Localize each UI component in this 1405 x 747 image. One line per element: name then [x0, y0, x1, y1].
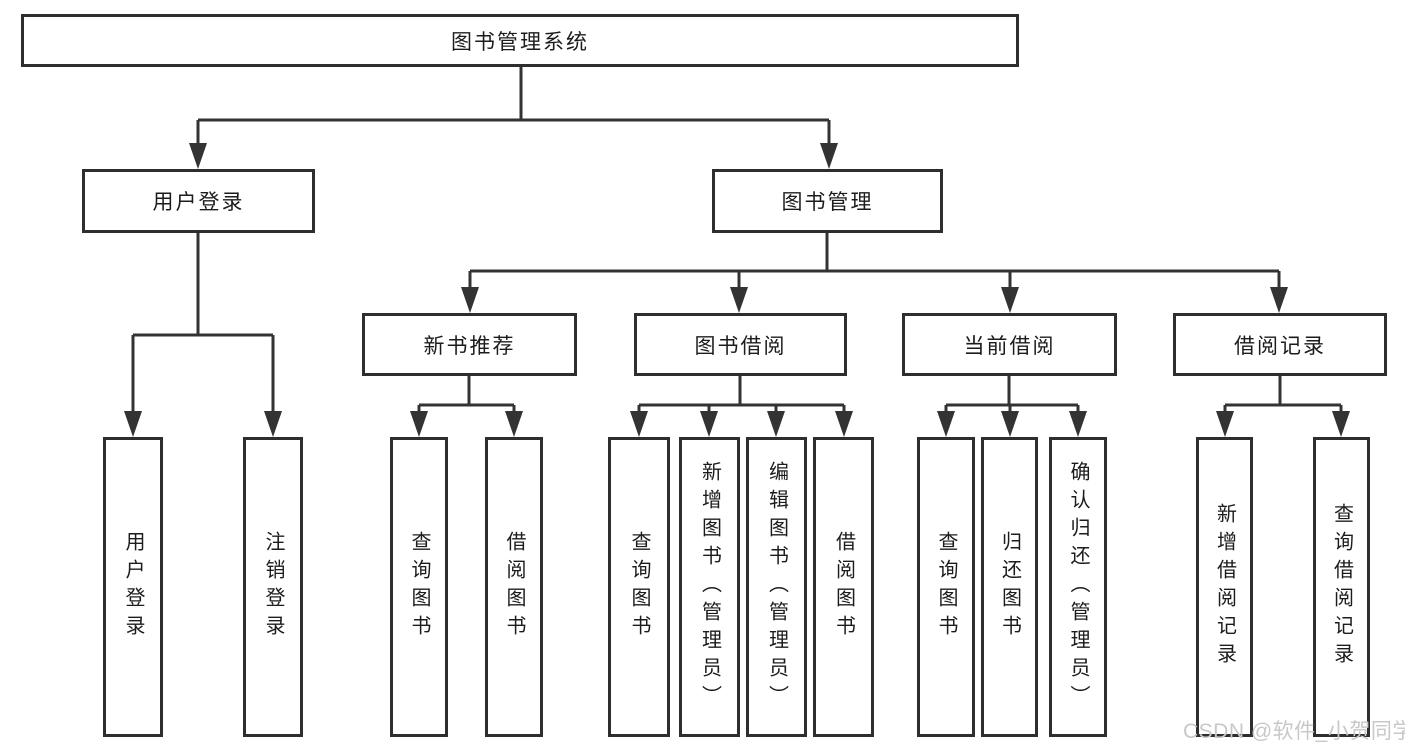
- arrow-to-book-management: [820, 143, 838, 169]
- arrow-leaf-c4: [835, 411, 853, 437]
- leaf-query-borrow-record-label: 查询借阅记录: [1330, 503, 1353, 671]
- node-library-management-system-label: 图书管理系统: [451, 30, 589, 54]
- leaf-return-books-label: 归还图书: [998, 531, 1021, 643]
- node-new-book-recommendation-label: 新书推荐: [423, 334, 516, 358]
- node-user-login: 用户登录: [82, 169, 315, 233]
- arrow-leaf-c3: [767, 411, 785, 437]
- leaf-edit-books-admin-label: 编辑图书（管理员）: [765, 461, 788, 713]
- leaf-confirm-return-admin-label: 确认归还（管理员）: [1067, 461, 1089, 713]
- node-book-management: 图书管理: [712, 169, 943, 233]
- arrow-to-user-login: [189, 143, 207, 169]
- node-book-borrowing: 图书借阅: [634, 313, 847, 376]
- connector-book-management-rail: [468, 233, 1281, 290]
- leaf-return-books: 归还图书: [981, 437, 1038, 737]
- arrow-to-book-borrowing: [730, 287, 748, 313]
- node-current-borrowing: 当前借阅: [902, 313, 1117, 376]
- node-borrowing-records-label: 借阅记录: [1234, 334, 1326, 358]
- arrow-leaf-a1: [124, 411, 142, 437]
- connector-borrowing-records-rail: [1223, 376, 1343, 414]
- leaf-logout-login-label: 注销登录: [262, 531, 284, 643]
- leaf-user-login-label: 用户登录: [122, 531, 144, 643]
- leaf-borrow-books-borrowing: 借阅图书: [813, 437, 874, 737]
- arrow-to-borrowing-records: [1270, 287, 1288, 313]
- arrow-leaf-e1: [1216, 411, 1234, 437]
- arrow-leaf-c2: [700, 411, 718, 437]
- arrow-leaf-a2: [264, 411, 282, 437]
- arrow-to-new-book: [461, 287, 479, 313]
- leaf-confirm-return-admin: 确认归还（管理员）: [1049, 437, 1107, 737]
- leaf-edit-books-admin: 编辑图书（管理员）: [746, 437, 807, 737]
- arrow-to-current-borrowing: [1001, 287, 1019, 313]
- node-user-login-label: 用户登录: [152, 191, 245, 214]
- arrow-leaf-b2: [505, 411, 523, 437]
- leaf-borrow-books-borrowing-label: 借阅图书: [832, 531, 855, 643]
- leaf-query-books-borrowing: 查询图书: [608, 437, 670, 737]
- connector-book-borrowing-rail: [637, 376, 846, 414]
- leaf-query-books-recommend-label: 查询图书: [408, 531, 430, 643]
- connector-root-rail: [196, 66, 831, 146]
- leaf-add-books-admin: 新增图书（管理员）: [679, 437, 740, 737]
- leaf-user-login: 用户登录: [103, 437, 163, 737]
- arrow-leaf-c1: [630, 411, 648, 437]
- leaf-borrow-books-recommend: 借阅图书: [485, 437, 543, 737]
- node-new-book-recommendation: 新书推荐: [362, 313, 577, 376]
- leaf-logout-login: 注销登录: [243, 437, 303, 737]
- arrowheads: [124, 143, 1350, 437]
- connector-new-book-rail: [417, 376, 516, 414]
- arrow-leaf-d3: [1069, 411, 1087, 437]
- arrow-leaf-d1: [937, 411, 955, 437]
- node-book-management-label: 图书管理: [781, 191, 874, 214]
- arrow-leaf-d2: [1001, 411, 1019, 437]
- leaf-query-books-current: 查询图书: [917, 437, 975, 737]
- node-current-borrowing-label: 当前借阅: [963, 334, 1056, 358]
- leaf-add-books-admin-label: 新增图书（管理员）: [698, 461, 721, 713]
- connector-current-borrowing-rail: [944, 376, 1080, 414]
- leaf-add-borrow-record-label: 新增借阅记录: [1213, 503, 1236, 671]
- arrow-leaf-e2: [1332, 411, 1350, 437]
- connector-user-login-rail: [131, 233, 275, 414]
- node-library-management-system: 图书管理系统: [21, 14, 1019, 67]
- leaf-borrow-books-recommend-label: 借阅图书: [503, 531, 525, 643]
- csdn-watermark: CSDN @软件_小贺同学: [1183, 720, 1405, 743]
- leaf-query-borrow-record: 查询借阅记录: [1313, 437, 1370, 737]
- leaf-query-books-borrowing-label: 查询图书: [628, 531, 650, 643]
- leaf-query-books-current-label: 查询图书: [935, 531, 957, 643]
- arrow-leaf-b1: [410, 411, 428, 437]
- node-borrowing-records: 借阅记录: [1173, 313, 1387, 376]
- leaf-add-borrow-record: 新增借阅记录: [1196, 437, 1253, 737]
- leaf-query-books-recommend: 查询图书: [390, 437, 448, 737]
- node-book-borrowing-label: 图书借阅: [694, 334, 787, 358]
